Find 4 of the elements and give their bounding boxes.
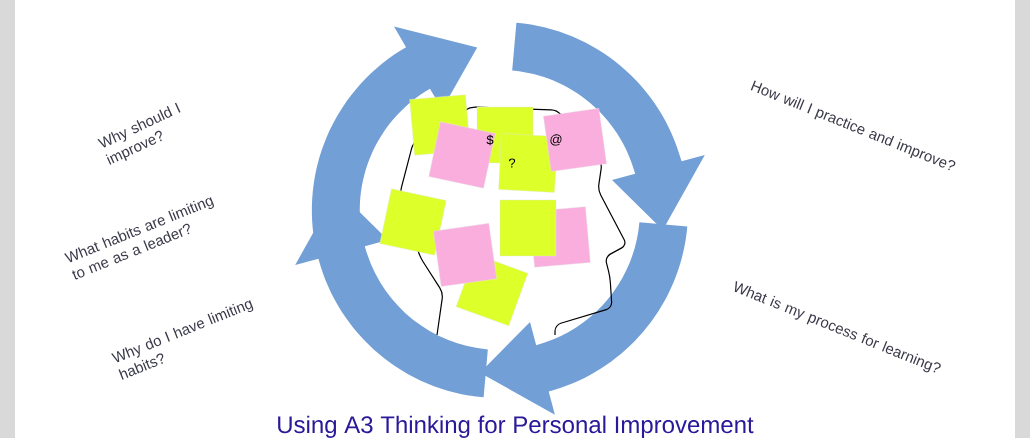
caption: Using A3 Thinking for Personal Improvement: [278, 415, 754, 438]
note-symbol: ?: [508, 158, 516, 168]
note-symbol: $: [486, 134, 494, 146]
note-symbol: @: [550, 134, 562, 146]
